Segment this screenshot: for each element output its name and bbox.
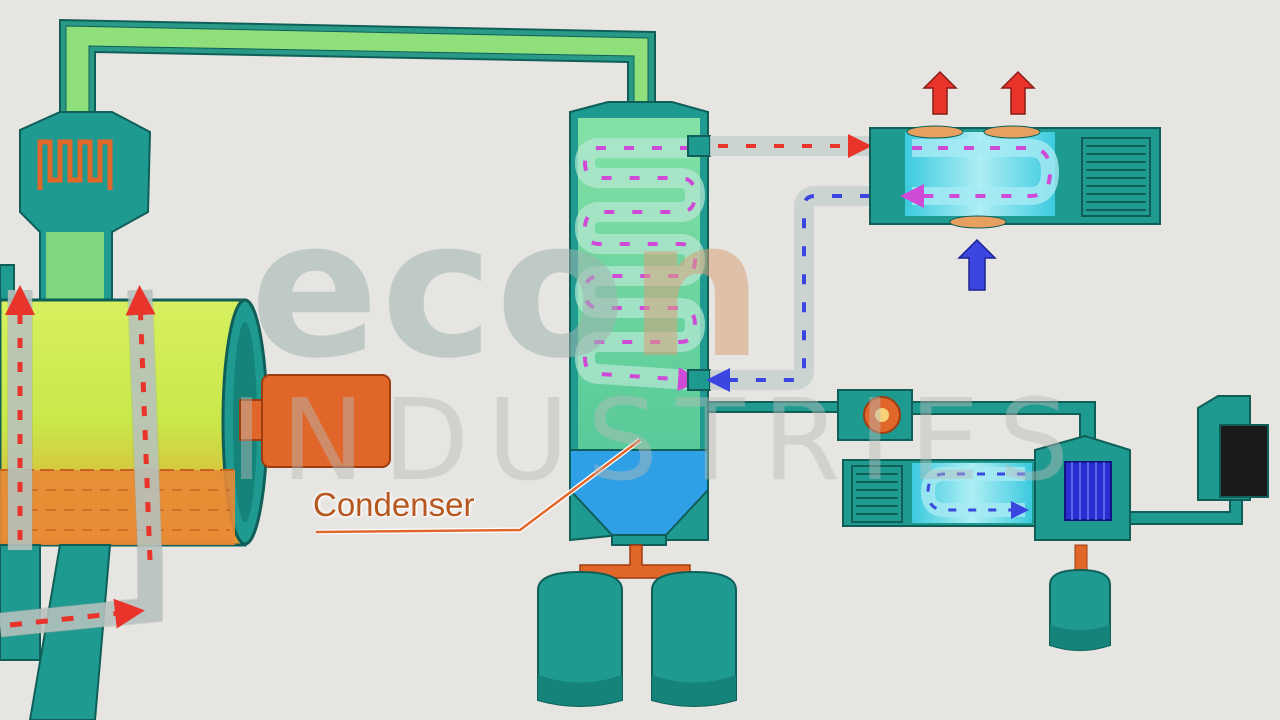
condenser-callout-line	[315, 439, 641, 534]
hot-air-out-arrows	[922, 70, 1036, 115]
red-up-arrow-icon	[1000, 70, 1036, 115]
blue-up-arrow-icon	[957, 238, 997, 291]
filter-grille-icon	[1081, 137, 1151, 217]
oil-storage-tanks	[537, 544, 737, 707]
gas-scrubber	[1034, 395, 1269, 651]
condenser-column	[569, 101, 711, 546]
condenser-label: Condenser	[313, 486, 475, 523]
heater-chimney	[0, 111, 152, 306]
radiator-unit-top	[869, 125, 1161, 229]
heating-coil-icon	[37, 139, 113, 190]
red-up-arrow-icon	[922, 70, 958, 115]
reactor-drum	[0, 298, 391, 720]
cooling-pipes	[706, 134, 1096, 441]
filter-grille-icon	[851, 465, 903, 523]
gas-blower	[837, 389, 913, 441]
radiator-unit-bottom	[842, 459, 1044, 527]
vapor-pipe	[59, 18, 656, 121]
hot-gas-duct	[0, 285, 163, 638]
